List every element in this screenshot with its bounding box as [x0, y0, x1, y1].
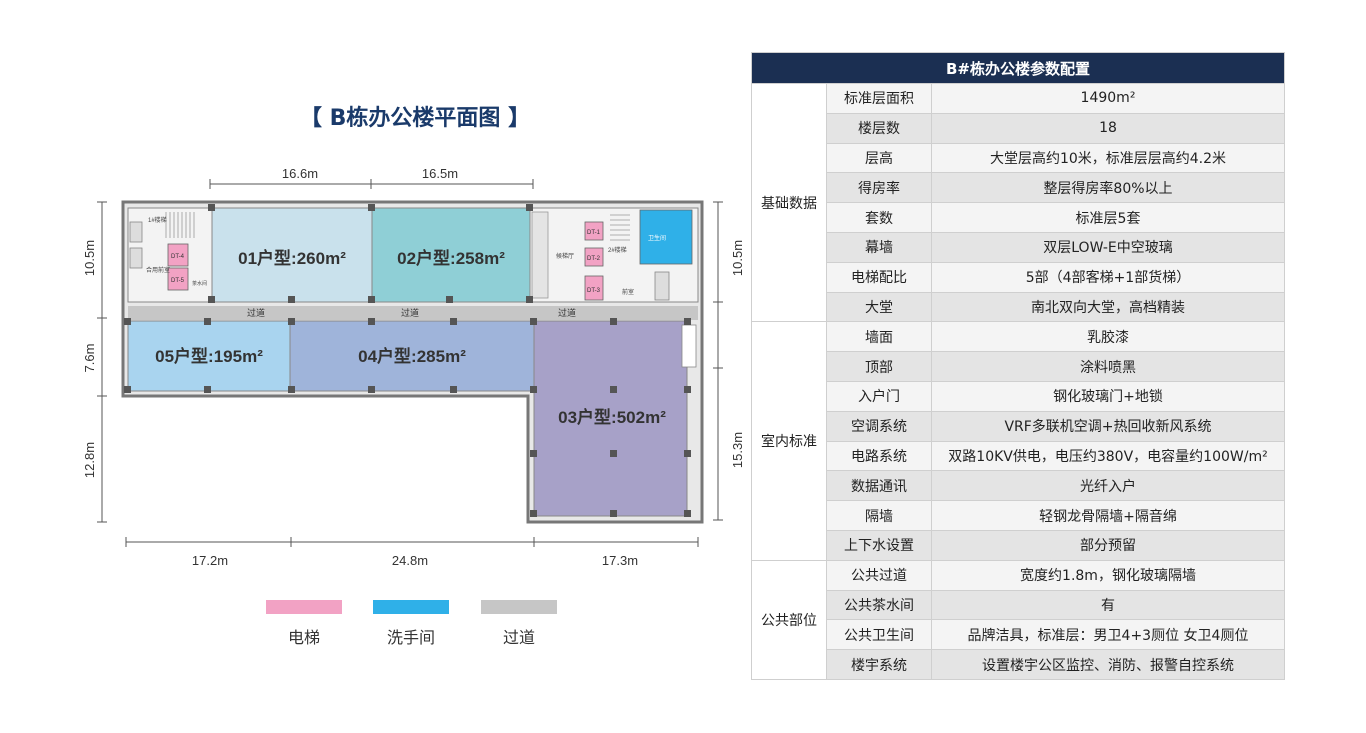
row-label: 套数	[826, 202, 932, 233]
unit-01-label: 01户型:260m²	[238, 248, 346, 268]
table-title: B#栋办公楼参数配置	[751, 52, 1285, 84]
dim-bottom-1: 17.2m	[192, 553, 228, 568]
left-core: 1#楼梯 DT-4 DT-5 合用前室 茶水间	[127, 207, 213, 303]
dim-left-3: 12.8m	[82, 442, 97, 478]
row-label: 顶部	[826, 351, 932, 382]
dim-top-2: 16.5m	[422, 166, 458, 181]
row-value: 18	[931, 112, 1285, 144]
category-public: 公共部位	[751, 559, 827, 680]
row-value: 光纤入户	[931, 470, 1285, 502]
unit-05-label: 05户型:195m²	[155, 346, 263, 366]
unit-02-label: 02户型:258m²	[397, 248, 505, 268]
unit-04-label: 04户型:285m²	[358, 346, 466, 366]
dim-right-1: 10.5m	[730, 240, 745, 276]
row-label: 电梯配比	[826, 261, 932, 293]
row-label: 大堂	[826, 291, 932, 323]
label-elev-r2: DT-2	[587, 256, 601, 262]
label-elev-l2: DT-5	[171, 278, 185, 284]
row-label: 上下水设置	[826, 529, 932, 561]
row-label: 隔墙	[826, 500, 932, 531]
row-value: 轻钢龙骨隔墙+隔音绵	[931, 500, 1285, 531]
row-value: 品牌洁具，标准层：男卫4+3厕位 女卫4厕位	[931, 619, 1285, 651]
label-elev-l1: DT-4	[171, 254, 185, 260]
row-label: 墙面	[826, 321, 932, 353]
row-label: 标准层面积	[826, 83, 932, 114]
unit-03-area	[533, 320, 688, 517]
dim-top-1: 16.6m	[282, 166, 318, 181]
row-value: 南北双向大堂，高档精装	[931, 291, 1285, 323]
dim-lines-left	[97, 201, 107, 523]
legend-swatch-restroom	[373, 600, 449, 614]
corridor-label-1: 过道	[247, 307, 265, 318]
dim-lines-top	[209, 179, 534, 189]
row-value: 1490m²	[931, 83, 1285, 114]
row-value: 乳胶漆	[931, 321, 1285, 353]
plan-title: 【 B栋办公楼平面图 】	[300, 106, 531, 131]
floor-plan: 16.6m 16.5m 17.2m 24.8m 17.3m 10.5m 7.6m…	[82, 166, 745, 568]
row-value: 宽度约1.8m，钢化玻璃隔墙	[931, 559, 1285, 591]
label-lobby-left: 合用前室	[146, 266, 170, 274]
label-tea: 茶水间	[192, 280, 207, 287]
dim-bottom-2: 24.8m	[392, 553, 428, 568]
dim-lines-bottom	[125, 537, 699, 547]
structural-columns	[124, 204, 691, 517]
row-label: 公共过道	[826, 559, 932, 591]
row-label: 空调系统	[826, 410, 932, 442]
row-value: 标准层5套	[931, 202, 1285, 233]
row-value: 有	[931, 589, 1285, 621]
row-label: 得房率	[826, 172, 932, 204]
row-label: 幕墙	[826, 231, 932, 263]
row-label: 数据通讯	[826, 470, 932, 502]
corridor-label-3: 过道	[558, 307, 576, 318]
row-value: 设置楼宇公区监控、消防、报警自控系统	[931, 649, 1285, 680]
row-value: 5部（4部客梯+1部货梯）	[931, 261, 1285, 293]
row-value: 部分预留	[931, 529, 1285, 561]
row-label: 楼宇系统	[826, 649, 932, 680]
corridor-label-2: 过道	[401, 307, 419, 318]
right-core: 候梯厅 DT-1 DT-2 DT-3 2#楼梯 前室 卫生间	[529, 207, 699, 368]
legend-swatch-elevator	[266, 600, 342, 614]
row-label: 层高	[826, 142, 932, 174]
dim-left-2: 7.6m	[82, 344, 97, 373]
category-basic: 基础数据	[751, 82, 827, 323]
legend-label-elevator: 电梯	[287, 628, 320, 647]
category-interior: 室内标准	[751, 321, 827, 561]
dim-left-1: 10.5m	[82, 240, 97, 276]
row-value: 整层得房率80%以上	[931, 172, 1285, 204]
row-value: 双路10KV供电，电压约380V，电容量约100W/m²	[931, 440, 1285, 472]
corridor	[128, 306, 698, 320]
unit-03-label: 03户型:502m²	[558, 407, 666, 427]
label-elev-r1: DT-1	[587, 230, 601, 236]
row-label: 入户门	[826, 380, 932, 412]
row-value: VRF多联机空调+热回收新风系统	[931, 410, 1285, 442]
label-lobby-right: 前室	[622, 288, 634, 296]
label-wait-hall: 候梯厅	[556, 252, 574, 260]
label-stair-left: 1#楼梯	[148, 216, 167, 224]
row-value: 双层LOW-E中空玻璃	[931, 231, 1285, 263]
legend-label-corridor: 过道	[502, 628, 535, 647]
row-label: 公共卫生间	[826, 619, 932, 651]
label-stair-right: 2#楼梯	[608, 246, 627, 254]
row-label: 公共茶水间	[826, 589, 932, 621]
legend-swatch-corridor	[481, 600, 557, 614]
row-value: 大堂层高约10米，标准层层高约4.2米	[931, 142, 1285, 174]
legend-label-restroom: 洗手间	[386, 628, 435, 647]
dim-bottom-3: 17.3m	[602, 553, 638, 568]
row-label: 楼层数	[826, 112, 932, 144]
unit-02-area	[371, 207, 531, 303]
dim-lines-right	[713, 201, 723, 521]
row-label: 电路系统	[826, 440, 932, 472]
dim-right-2: 15.3m	[730, 432, 745, 468]
row-value: 钢化玻璃门+地锁	[931, 380, 1285, 412]
row-value: 涂料喷黑	[931, 351, 1285, 382]
label-wc: 卫生间	[648, 234, 666, 242]
label-elev-r3: DT-3	[587, 288, 601, 294]
